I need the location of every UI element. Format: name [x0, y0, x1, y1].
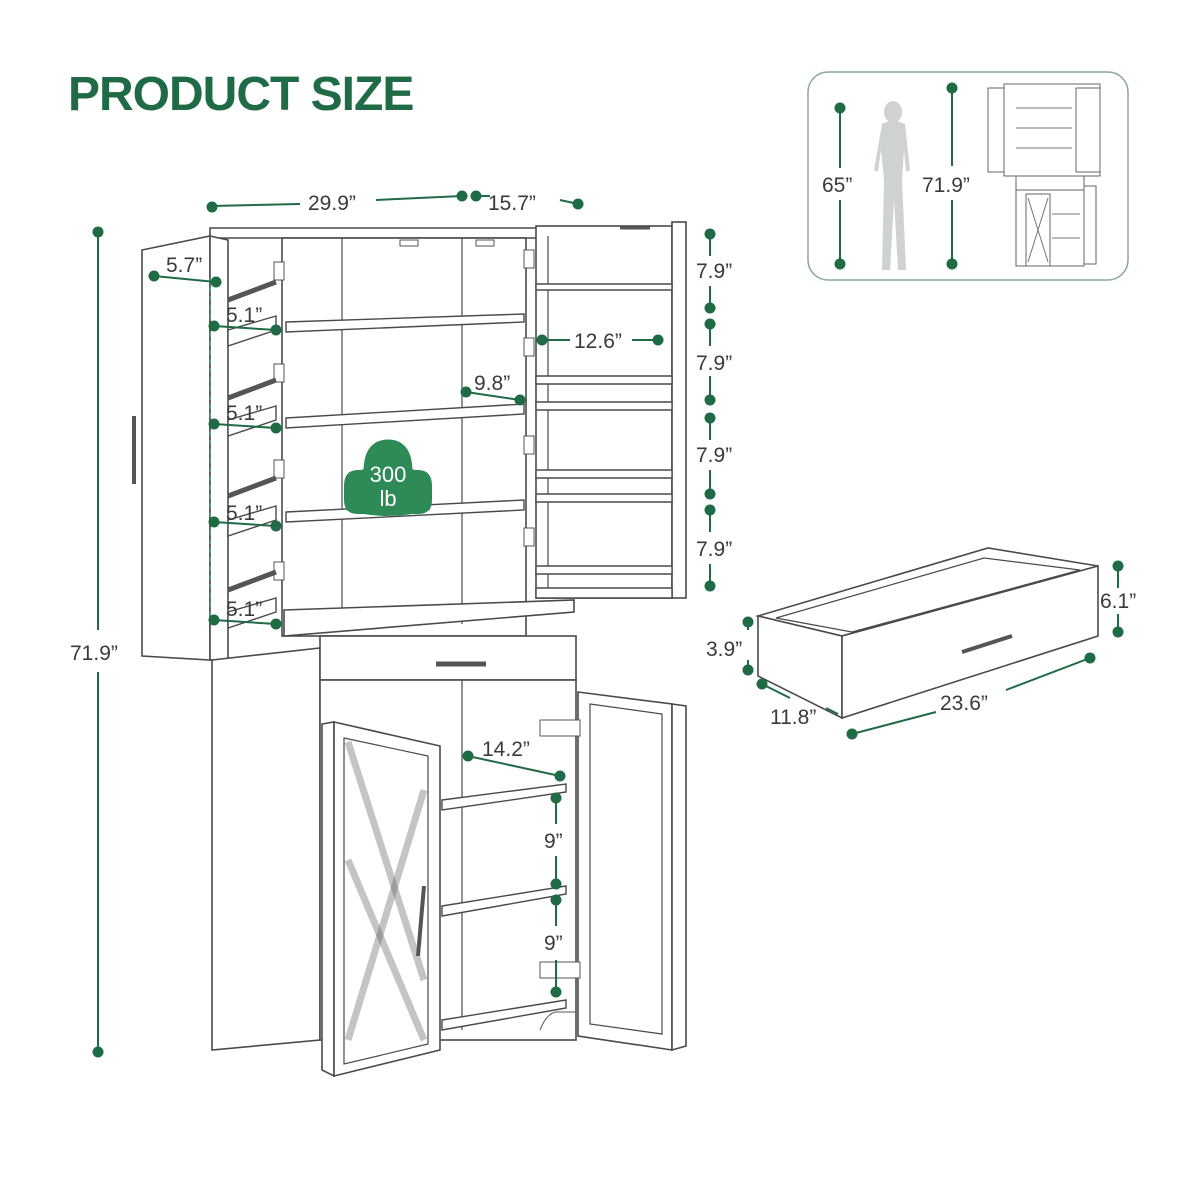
dim-dot: [1084, 652, 1096, 664]
weight-capacity-badge: 300 lb: [344, 439, 432, 516]
dim-dot: [704, 394, 716, 406]
dim-dot: [270, 618, 282, 630]
dim-dot: [148, 270, 160, 282]
dim-dot: [846, 728, 858, 740]
dim-dot: [704, 228, 716, 240]
left-door-gap-label: 5.1”: [226, 598, 262, 621]
dim-dot: [742, 616, 754, 628]
dim-dot: [704, 504, 716, 516]
lower-shelf-gap-label: 9”: [544, 830, 563, 853]
dim-dot: [456, 190, 468, 202]
left-door-gap-label: 5.1”: [226, 402, 262, 425]
dim-dot: [210, 276, 222, 288]
dim-dot: [756, 678, 768, 690]
right-door-gap-label: 7.9”: [696, 538, 732, 561]
dim-dot: [550, 792, 562, 804]
dim-dot: [460, 386, 472, 398]
dim-dot: [550, 878, 562, 890]
dim-dot: [704, 318, 716, 330]
drawer-depth-label: 11.8”: [770, 706, 816, 729]
dim-dot: [550, 986, 562, 998]
drawer-width-label: 23.6”: [940, 692, 988, 715]
dim-dot: [92, 1046, 104, 1058]
dim-dot: [554, 770, 566, 782]
dim-dot: [270, 324, 282, 336]
dim-dot: [704, 488, 716, 500]
weight-value: 300: [370, 462, 407, 487]
person-silhouette-icon: [874, 101, 910, 270]
right-door-gap-dims: 7.9” 7.9” 7.9” 7.9”: [696, 228, 732, 592]
right-door-width-label: 12.6”: [574, 330, 622, 353]
dim-dot: [514, 394, 526, 406]
dim-dot: [834, 102, 846, 114]
dim-dot: [1112, 560, 1124, 572]
dim-dot: [208, 614, 220, 626]
dim-dot: [536, 334, 548, 346]
dim-dot: [206, 201, 218, 213]
lower-shelf-gap-label: 9”: [544, 932, 563, 955]
cabinet-height-label: 71.9”: [70, 642, 118, 665]
drawer-inner-height-label: 3.9”: [706, 638, 742, 661]
dim-dot: [270, 520, 282, 532]
dim-dot: [470, 190, 482, 202]
page-title: PRODUCT SIZE: [68, 68, 413, 121]
person-height-label: 65”: [822, 174, 852, 197]
left-door-gap-label: 5.1”: [226, 502, 262, 525]
dim-dot: [704, 412, 716, 424]
dim-dot: [704, 580, 716, 592]
cabinet-height-small-label: 71.9”: [922, 174, 970, 197]
dim-dot: [550, 894, 562, 906]
cabinet-illustration: [132, 221, 687, 1078]
dim-dot: [946, 258, 958, 270]
left-door-gap-label: 5.1”: [226, 304, 262, 327]
dim-dot: [946, 82, 958, 94]
right-door-gap-label: 7.9”: [696, 352, 732, 375]
dim-dot: [208, 516, 220, 528]
drawer-illustration: [754, 547, 1099, 720]
lower-shelf-depth-label: 14.2”: [482, 738, 530, 761]
dim-dot: [92, 226, 104, 238]
dim-dot: [1112, 626, 1124, 638]
dim-dot: [462, 750, 474, 762]
height-comparison-inset: 65” 71.9”: [807, 71, 1129, 281]
shelf-depth-label: 9.8”: [474, 372, 510, 395]
dim-dot: [270, 422, 282, 434]
dim-dot: [208, 320, 220, 332]
dim-dot: [652, 334, 664, 346]
right-door-gap-label: 7.9”: [696, 260, 732, 283]
dim-dot: [834, 258, 846, 270]
dim-dot: [742, 664, 754, 676]
dim-dot: [572, 198, 584, 210]
cabinet-width-label: 29.9”: [308, 192, 356, 215]
weight-unit: lb: [379, 486, 396, 511]
dim-dot: [704, 302, 716, 314]
mini-cabinet-illustration: [987, 83, 1101, 267]
left-door-gap-dims: 5.1” 5.1” 5.1” 5.1”: [208, 304, 282, 630]
dim-dot: [208, 418, 220, 430]
drawer-height-label: 6.1”: [1100, 590, 1136, 613]
right-door-gap-label: 7.9”: [696, 444, 732, 467]
cabinet-depth-label: 15.7”: [488, 192, 536, 215]
left-door-depth-label: 5.7”: [166, 254, 202, 277]
